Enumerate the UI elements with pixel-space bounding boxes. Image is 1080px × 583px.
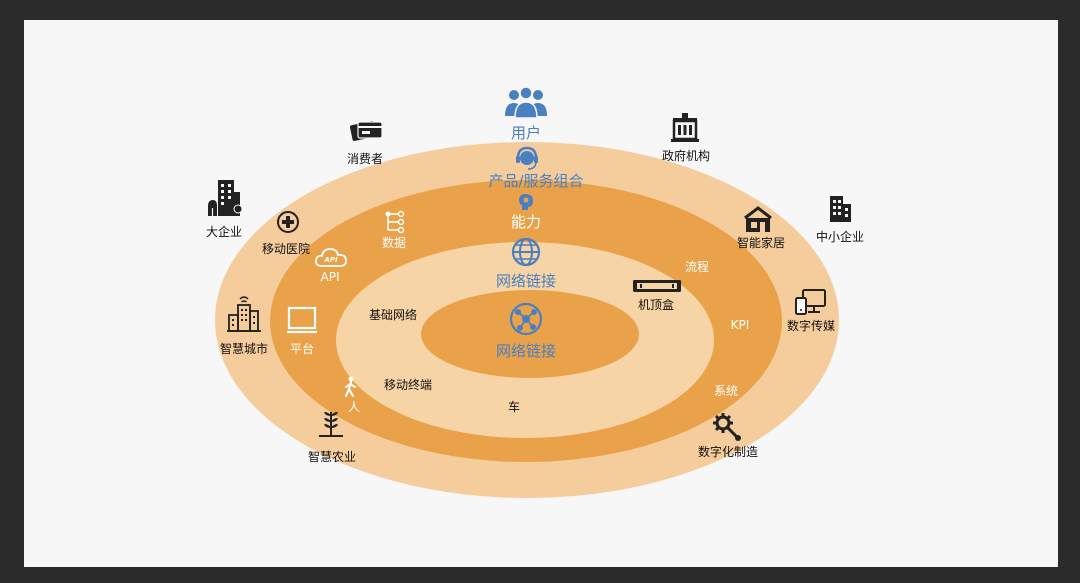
platform-monitor-icon bbox=[286, 306, 318, 336]
item-sme: 中小企业 bbox=[815, 230, 865, 244]
api-cloud-icon: API bbox=[314, 246, 348, 268]
manufacturing-gear-icon bbox=[712, 412, 742, 442]
item-kpi: KPI bbox=[730, 318, 750, 332]
item-basic-network: 基础网络 bbox=[368, 308, 418, 322]
data-hierarchy-icon bbox=[384, 210, 406, 234]
enterprise-building-icon bbox=[204, 178, 246, 218]
headset-icon bbox=[514, 145, 540, 171]
item-digital-media: 数字传媒 bbox=[786, 319, 836, 333]
inner-ring-top-label: 网络链接 bbox=[495, 272, 557, 290]
core-label: 网络链接 bbox=[495, 342, 557, 360]
smart-city-icon bbox=[226, 295, 262, 333]
item-government: 政府机构 bbox=[661, 149, 711, 163]
digital-media-icon bbox=[794, 288, 828, 316]
item-process: 流程 bbox=[684, 260, 710, 274]
item-large-enterprise: 大企业 bbox=[205, 225, 243, 239]
item-mobile-hospital: 移动医院 bbox=[261, 242, 311, 256]
globe-icon bbox=[510, 236, 542, 268]
set-top-box-icon bbox=[632, 278, 682, 294]
item-digital-manufacturing: 数字化制造 bbox=[697, 445, 759, 459]
item-set-top-box: 机顶盒 bbox=[637, 298, 675, 312]
outer-ring-top-label: 产品/服务组合 bbox=[488, 172, 584, 190]
item-platform: 平台 bbox=[289, 342, 315, 356]
government-building-icon bbox=[669, 112, 701, 142]
item-mobile-terminal: 移动终端 bbox=[383, 378, 433, 392]
top-node-label: 用户 bbox=[510, 124, 542, 142]
item-smart-agriculture: 智慧农业 bbox=[307, 450, 357, 464]
office-building-icon bbox=[825, 194, 855, 224]
network-hub-icon bbox=[508, 301, 544, 337]
item-system: 系统 bbox=[713, 384, 739, 398]
item-api: API bbox=[320, 270, 340, 284]
item-person: 人 bbox=[347, 400, 361, 414]
medical-cross-icon bbox=[276, 210, 300, 234]
item-data: 数据 bbox=[381, 236, 407, 250]
brain-icon bbox=[515, 192, 537, 212]
item-consumer: 消费者 bbox=[346, 152, 384, 166]
svg-text:API: API bbox=[323, 256, 338, 264]
item-car: 车 bbox=[507, 400, 521, 414]
users-icon bbox=[502, 86, 550, 118]
middle-ring-top-label: 能力 bbox=[510, 213, 542, 231]
item-smart-city: 智慧城市 bbox=[219, 342, 269, 356]
wallet-cards-icon bbox=[349, 117, 385, 143]
agriculture-wheat-icon bbox=[316, 408, 346, 440]
smart-home-icon bbox=[742, 206, 774, 234]
walking-person-icon bbox=[342, 376, 360, 398]
diagram-canvas: 用户 产品/服务组合 能力 网络链接 bbox=[24, 20, 1058, 567]
item-smart-home: 智能家居 bbox=[736, 236, 786, 250]
